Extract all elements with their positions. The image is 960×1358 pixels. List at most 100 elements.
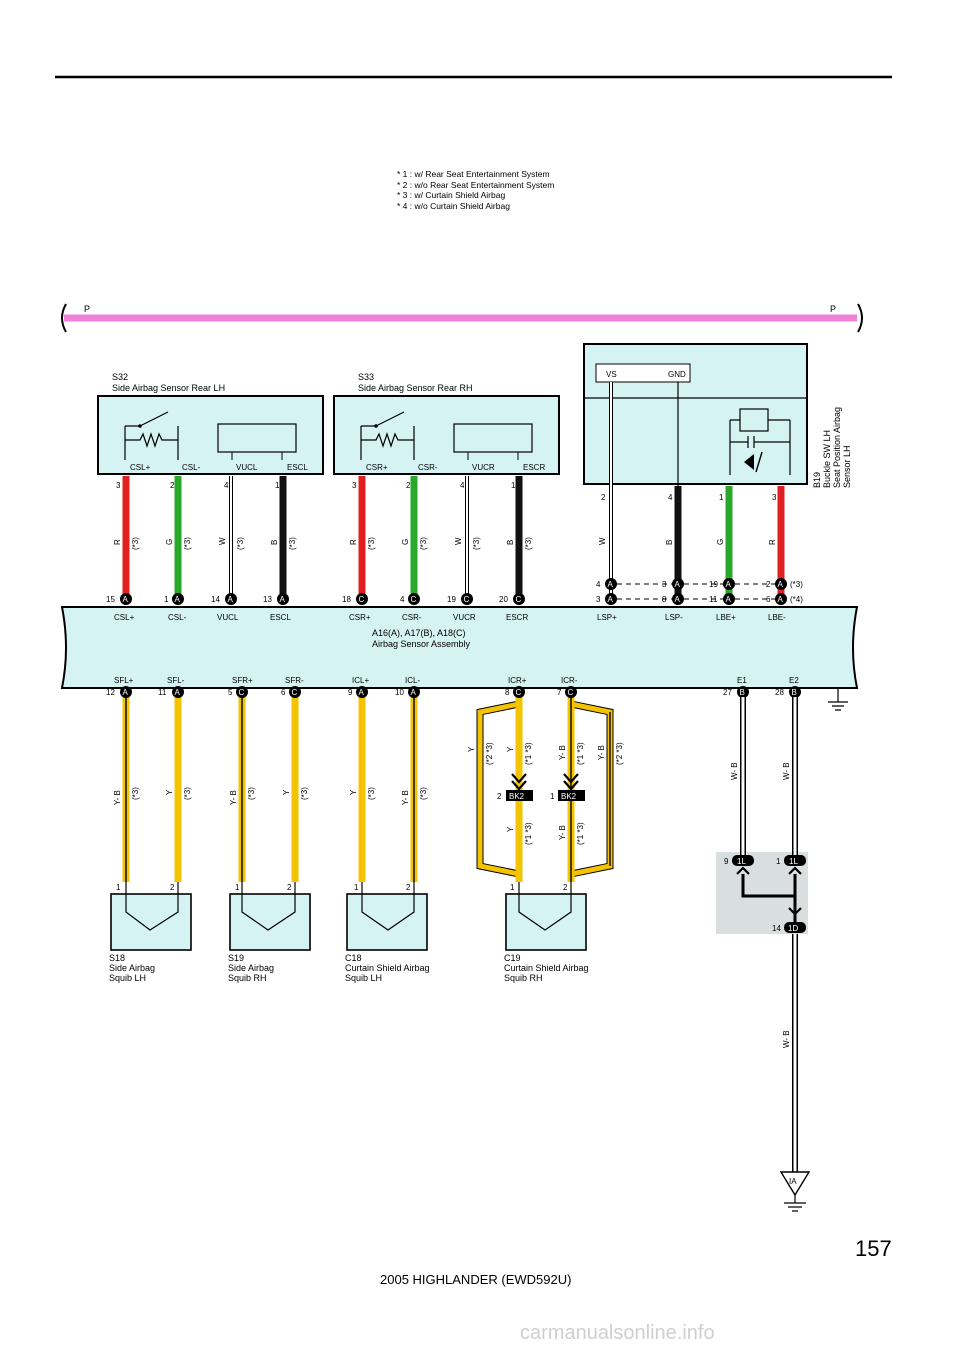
bottom-wires: Y- B Y Y- B Y Y Y- B (*3) (*3) (*3) (*3)…	[113, 697, 428, 882]
wire-note-6: (*3)	[419, 537, 428, 550]
assy-pin-icl-minus: ICL-	[405, 676, 420, 685]
junction-label-right: 1L	[789, 857, 798, 866]
connector: A 15	[106, 593, 132, 605]
connector-number: 1	[164, 595, 169, 604]
note-3: * 3 : w/ Curtain Shield Airbag	[397, 190, 506, 200]
icr-label-y-top: Y	[506, 746, 515, 752]
icr-label-yb-loop: Y- B	[597, 745, 606, 760]
b19-name-3: Sensor LH	[842, 445, 852, 488]
connector-number: 4	[400, 595, 405, 604]
squib-name-1: Curtain Shield Airbag	[504, 963, 589, 973]
b19-conn-number: 2	[766, 580, 771, 589]
s32-pin-2: CSL-	[182, 463, 201, 472]
connector: A 1	[164, 593, 184, 605]
component-b19: VS GND B19 Buckle SW LH Seat Position Ai…	[583, 343, 852, 502]
assy-pin-sfl-plus: SFL+	[114, 676, 134, 685]
notes: * 1 : w/ Rear Seat Entertainment System …	[397, 169, 554, 211]
component-s33: S33 Side Airbag Sensor Rear RH CSR+ CSR-…	[333, 372, 560, 490]
wire-label-7: W	[454, 537, 463, 545]
junction-label-left: 1L	[737, 857, 746, 866]
bottom-conn-letter: A	[359, 688, 365, 697]
connector: C 19	[447, 593, 473, 605]
b19-term-4: 3	[772, 493, 777, 502]
bottom-conn-letter: C	[239, 688, 245, 697]
icr-wiring: BK2 2 BK2 1 Y (*2 *3) Y (*1 *3) Y (*1 *3…	[467, 697, 624, 882]
bk2-label-left: BK2	[509, 792, 525, 801]
wire-label-8: B	[506, 540, 515, 545]
wire-label-9: W	[598, 537, 607, 545]
junction-bottom-label: 1D	[788, 924, 798, 933]
ground-point-ia	[779, 1171, 811, 1197]
s32-code: S32	[112, 372, 128, 382]
b19-name-2: Seat Position Airbag	[832, 407, 842, 488]
assy-pin-csl-plus: CSL+	[114, 613, 135, 622]
footer-title: 2005 HIGHLANDER (EWD592U)	[380, 1272, 572, 1287]
connector-number: 20	[499, 595, 508, 604]
bk2-label-right: BK2	[561, 792, 577, 801]
b19-conn-number: 6	[766, 595, 771, 604]
wire-label-5: R	[349, 539, 358, 545]
bottom-conn-letter: B	[792, 688, 797, 697]
connector-letter: A	[228, 595, 234, 604]
assy-title-1: A16(A), A17(B), A18(C)	[372, 628, 466, 638]
squib-name-1: Side Airbag	[109, 963, 155, 973]
airbag-sensor-assembly: CSL+ CSL- VUCL ESCL CSR+ CSR- VUCR ESCR …	[60, 606, 859, 689]
junction-pin-right: 1	[776, 857, 781, 866]
bus-label-left: P	[84, 304, 90, 314]
squib-name-2: Squib LH	[345, 973, 382, 983]
assy-pin-icr-plus: ICR+	[508, 676, 527, 685]
b19-code: B19	[812, 472, 822, 488]
connector-letter: A	[123, 595, 129, 604]
b19-term-2: 4	[668, 493, 673, 502]
icr-label-yb-top: Y- B	[558, 745, 567, 760]
wire-note-8: (*3)	[524, 537, 533, 550]
assy-pin-escr: ESCR	[506, 613, 528, 622]
connector-letter: C	[411, 595, 417, 604]
note-2: * 2 : w/o Rear Seat Entertainment System	[397, 179, 555, 190]
wire-note-5: (*3)	[367, 537, 376, 550]
b19-row1-note: (*3)	[790, 580, 803, 589]
junction-bottom-pin: 14	[772, 924, 781, 933]
connector-letter: A	[175, 595, 181, 604]
s33-pin-4: ESCR	[523, 463, 545, 472]
s33-name: Side Airbag Sensor Rear RH	[358, 383, 473, 393]
note-1: * 1 : w/ Rear Seat Entertainment System	[397, 169, 550, 179]
bottom-wire-note-5: (*3)	[367, 787, 376, 800]
b19-conn-number: 4	[596, 580, 601, 589]
bottom-conn-letter: C	[516, 688, 522, 697]
squib-code: S18	[109, 953, 125, 963]
icr-note-yb-loop: (*2 *3)	[615, 742, 624, 765]
assy-pin-icr-minus: ICR-	[561, 676, 578, 685]
ground-circuit: W- B W- B 1L 9 1L 1 1D 14 W- B IA	[716, 697, 811, 1212]
bottom-wire-label-5: Y	[349, 789, 358, 795]
connector-letter: C	[516, 595, 522, 604]
s33-code: S33	[358, 372, 374, 382]
top-wires: R G W B R G W B W B G R (*3) (*3) (*3) (…	[113, 382, 785, 594]
bottom-conn-number: 8	[505, 688, 510, 697]
bottom-wire-note-4: (*3)	[300, 787, 309, 800]
icr-note-y-loop: (*2 *3)	[485, 742, 494, 765]
b19-conn-letter: A	[778, 580, 784, 589]
wire-label-10: B	[665, 540, 674, 545]
squib-s19: 1 2 S19 Side Airbag Squib RH	[228, 882, 311, 983]
s32-pin-1: CSL+	[130, 463, 151, 472]
wire-note-4: (*3)	[288, 537, 297, 550]
bottom-wire-note-1: (*3)	[131, 787, 140, 800]
wire-label-12: R	[768, 539, 777, 545]
ground-wire-e1: W- B	[730, 762, 739, 780]
connector-number: 14	[211, 595, 220, 604]
b19-conn-number: 3	[596, 595, 601, 604]
bottom-conn-letter: A	[411, 688, 417, 697]
icr-note-yb-bottom: (*1 *3)	[576, 822, 585, 845]
s33-term-1: 3	[352, 481, 357, 490]
b19-conn-number: 8	[662, 595, 667, 604]
bottom-conn-number: 27	[723, 688, 732, 697]
icr-label-y-bottom: Y	[506, 826, 515, 832]
connector-letter: C	[464, 595, 470, 604]
squib-code: C18	[345, 953, 362, 963]
squib-pin: 2	[406, 883, 411, 892]
connector: A 14	[211, 593, 237, 605]
assy-pin-sfl-minus: SFL-	[167, 676, 185, 685]
assy-pin-e1: E1	[737, 676, 747, 685]
b19-conn-letter: A	[778, 595, 784, 604]
